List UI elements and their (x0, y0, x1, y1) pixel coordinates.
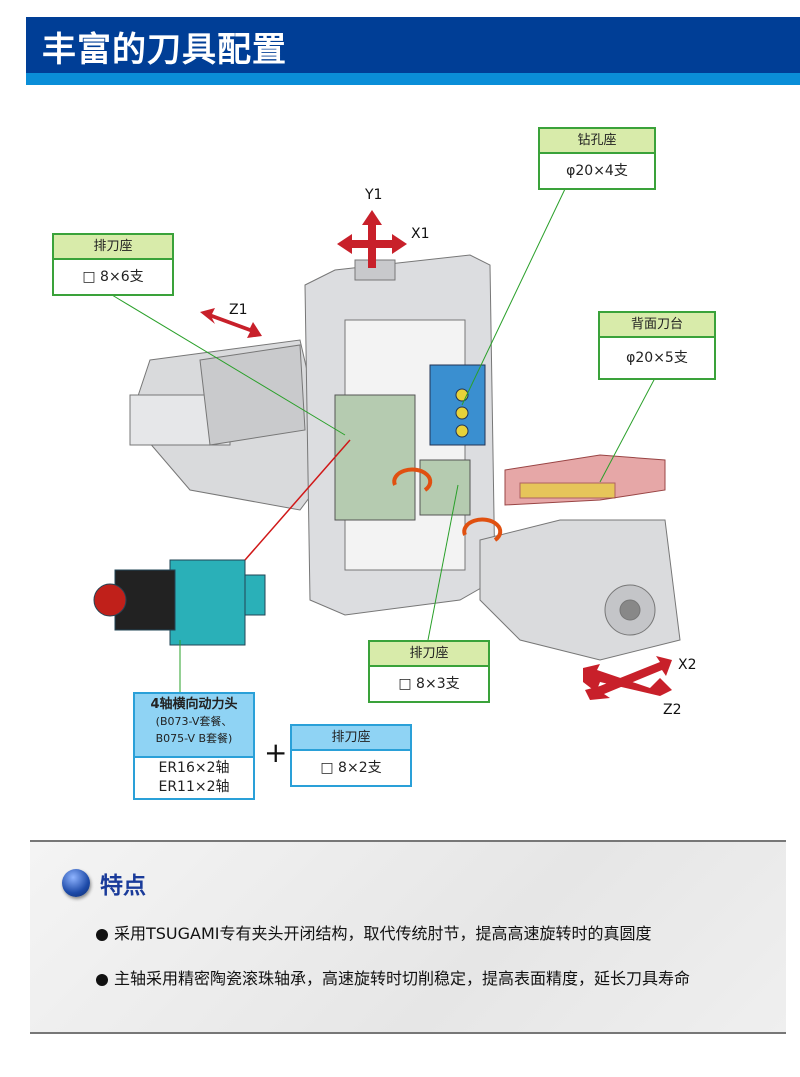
sphere-bullet-icon (62, 869, 90, 897)
label-spec: □ 8×6支 (82, 269, 144, 285)
label-title: 4轴横向动力头 (150, 697, 238, 712)
rotation-arrows (392, 467, 503, 542)
machine-illustration (93, 188, 681, 700)
header-bar (26, 17, 800, 73)
axis-y1-label: Y1 (365, 187, 383, 203)
axis-arrows (200, 210, 672, 700)
features-title: 特点 (100, 873, 146, 899)
label-title: 排刀座 (54, 235, 172, 260)
label-title: 背面刀台 (600, 313, 714, 338)
label-sub1: (B073-V套餐、 (155, 715, 233, 728)
axis-z2-label: Z2 (663, 702, 682, 718)
axis-z1-label: Z1 (229, 302, 248, 318)
feature-item: 主轴采用精密陶瓷滚珠轴承，高速旋转时切削稳定，提高表面精度，延长刀具寿命 (96, 965, 690, 989)
gang-tool-plate (334, 394, 471, 521)
label-sub2: B075-V B套餐) (155, 732, 233, 745)
label-spec: φ20×5支 (626, 350, 688, 366)
label-spec1: ER16×2轴 (158, 760, 230, 776)
axis-x2-label: X2 (678, 657, 697, 673)
label-spec: □ 8×3支 (398, 676, 460, 692)
sub-spindle-unit (479, 519, 681, 661)
leader-lines (111, 188, 656, 692)
feature-text: 采用TSUGAMI专有夹头开闭结构，取代传统肘节，提高高速旋转时的真圆度 (114, 924, 652, 943)
drill-holder (429, 364, 486, 446)
header-stripe (26, 73, 800, 85)
bullet-dot-icon (96, 973, 108, 986)
feature-item: 采用TSUGAMI专有夹头开闭结构，取代传统肘节，提高高速旋转时的真圆度 (96, 920, 652, 944)
label-live-tool-head: 4轴横向动力头 (B073-V套餐、 B075-V B套餐) ER16×2轴 E… (133, 692, 255, 800)
label-title: 钻孔座 (540, 129, 654, 154)
label-title-block: 4轴横向动力头 (B073-V套餐、 B075-V B套餐) (135, 694, 253, 758)
axis-x1-label: X1 (411, 226, 430, 242)
red-pointer-line (244, 439, 351, 561)
label-spec: φ20×4支 (566, 163, 628, 179)
label-spec: □ 8×2支 (320, 760, 382, 776)
label-gang-tool-8x2: 排刀座 □ 8×2支 (290, 724, 412, 787)
features-panel (30, 840, 786, 1034)
live-tool-head (93, 559, 266, 646)
label-spec2: ER11×2轴 (158, 779, 230, 795)
label-back-tool-post: 背面刀台 φ20×5支 (598, 311, 716, 380)
label-gang-tool-8x6: 排刀座 □ 8×6支 (52, 233, 174, 296)
left-spindle-unit (129, 339, 331, 511)
label-gang-tool-8x3: 排刀座 □ 8×3支 (368, 640, 490, 703)
label-title: 排刀座 (292, 726, 410, 751)
page-title: 丰富的刀具配置 (42, 30, 287, 70)
feature-text: 主轴采用精密陶瓷滚珠轴承，高速旋转时切削稳定，提高表面精度，延长刀具寿命 (114, 969, 691, 988)
label-drill-holder: 钻孔座 φ20×4支 (538, 127, 656, 190)
label-title: 排刀座 (370, 642, 488, 667)
bullet-dot-icon (96, 928, 108, 941)
back-tool-post (504, 454, 666, 506)
plus-sign: + (264, 736, 288, 769)
